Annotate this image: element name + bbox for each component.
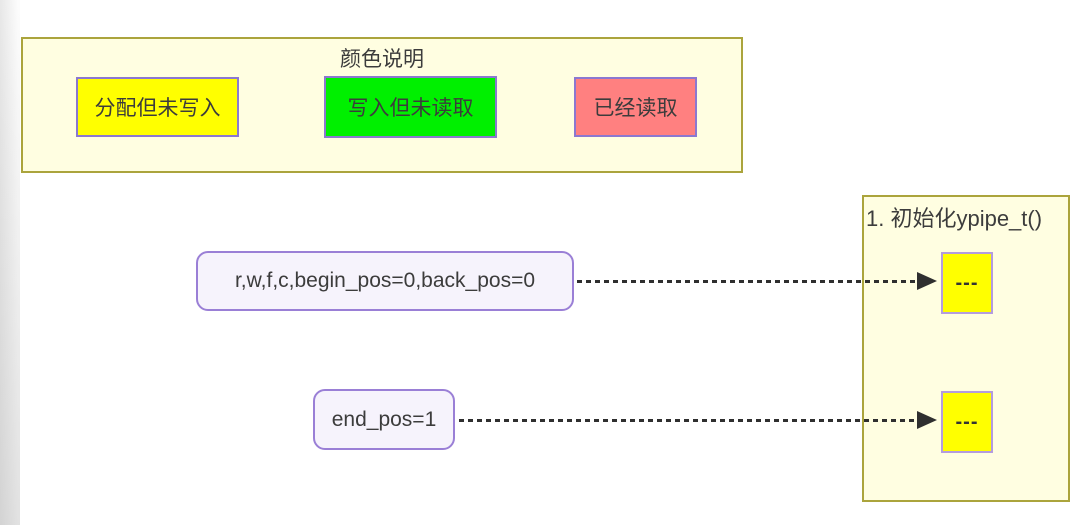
arrowhead-icon <box>917 272 937 290</box>
step-panel: 1. 初始化ypipe_t() --- --- <box>862 195 1070 502</box>
pipe-cell-2: --- <box>941 391 993 453</box>
page-edge-gradient <box>0 0 20 525</box>
dotted-connector-1 <box>577 280 917 283</box>
legend-panel: 颜色说明 分配但未写入 写入但未读取 已经读取 <box>21 37 743 173</box>
dotted-connector-2 <box>459 419 917 422</box>
step-title: 1. 初始化ypipe_t() <box>866 206 1043 231</box>
legend-item-already-read: 已经读取 <box>574 77 697 137</box>
legend-item-allocated-not-written: 分配但未写入 <box>76 77 239 137</box>
pipe-cell-1: --- <box>941 252 993 314</box>
legend-title: 颜色说明 <box>340 48 424 71</box>
legend-item-written-not-read: 写入但未读取 <box>324 76 497 138</box>
arrowhead-icon <box>917 411 937 429</box>
label-end-pos: end_pos=1 <box>313 389 455 450</box>
label-pointers-state: r,w,f,c,begin_pos=0,back_pos=0 <box>196 251 574 311</box>
